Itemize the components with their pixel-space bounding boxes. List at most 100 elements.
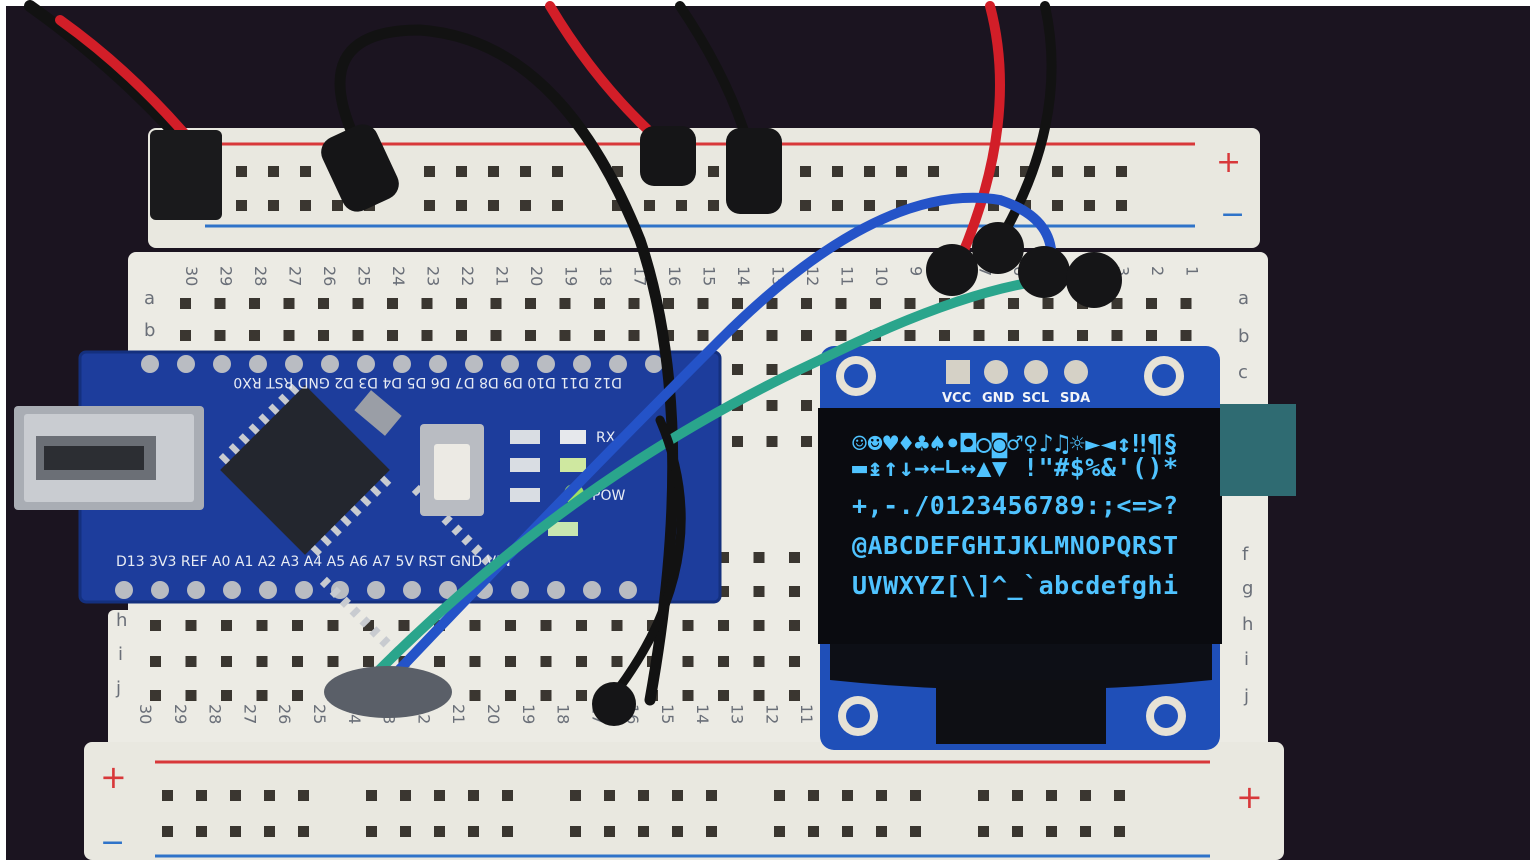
oled-line-1: ☺☻♥♦♣♠•◘○◙♂♀♪♫☼►◄↕‼¶§ bbox=[852, 429, 1179, 459]
breadboard-hole bbox=[732, 330, 743, 341]
breadboard-hole bbox=[576, 620, 587, 631]
rail-hole bbox=[236, 166, 247, 177]
nano-header-pin bbox=[285, 355, 303, 373]
breadboard-hole bbox=[973, 330, 985, 341]
breadboard-hole bbox=[753, 690, 765, 701]
led-tx bbox=[560, 430, 586, 444]
rail-hole bbox=[910, 826, 921, 837]
rail-hole bbox=[800, 166, 811, 177]
breadboard-hole bbox=[1042, 330, 1054, 341]
column-number-bottom: 29 bbox=[171, 704, 190, 724]
protective-film-tab bbox=[1220, 404, 1296, 496]
rail-hole bbox=[332, 200, 343, 211]
rail-hole bbox=[864, 166, 875, 177]
column-number-top: 24 bbox=[389, 266, 408, 286]
column-number-bottom: 25 bbox=[310, 704, 329, 724]
breadboard-hole bbox=[387, 298, 398, 309]
row-letter-j-left: j bbox=[115, 678, 121, 699]
column-number-bottom: 13 bbox=[728, 704, 747, 724]
breadboard-hole bbox=[559, 298, 571, 309]
wire-green-sda bbox=[345, 272, 1105, 705]
bottom-plus-sign-right: + bbox=[1236, 778, 1263, 816]
row-letter-h-right: h bbox=[1242, 614, 1253, 635]
column-number-top: 28 bbox=[251, 266, 270, 286]
rail-hole bbox=[808, 826, 819, 837]
crystal bbox=[354, 390, 402, 436]
connector-gnd bbox=[972, 222, 1024, 274]
breadboard-hole bbox=[732, 298, 743, 309]
led-1 bbox=[510, 430, 540, 444]
breadboard-hole bbox=[718, 586, 729, 597]
nano-header-pin bbox=[511, 581, 529, 599]
nano-header-pin bbox=[619, 581, 637, 599]
column-number-bottom: 14 bbox=[693, 704, 712, 724]
row-letter-f-right: f bbox=[1242, 544, 1249, 565]
nano-header-pin bbox=[295, 581, 313, 599]
breadboard-hole bbox=[682, 656, 694, 667]
pin-label-scl: SCL bbox=[1022, 391, 1049, 406]
breadboard-hole bbox=[352, 330, 364, 341]
nano-header-pin bbox=[645, 355, 663, 373]
oled-line-5: UVWXYZ[\]^_`abcdefghi bbox=[852, 571, 1179, 600]
rail-hole bbox=[910, 790, 921, 801]
rail-hole bbox=[1116, 166, 1127, 177]
rail-hole bbox=[300, 200, 311, 211]
breadboard-hole bbox=[789, 552, 800, 563]
row-letter-b-right: b bbox=[1238, 326, 1249, 347]
rail-hole bbox=[706, 790, 717, 801]
rail-hole bbox=[268, 200, 279, 211]
rail-hole bbox=[774, 826, 785, 837]
breadboard-hole bbox=[421, 298, 433, 309]
connector-scl bbox=[1018, 246, 1070, 298]
rail-hole bbox=[300, 166, 311, 177]
breadboard-hole bbox=[801, 330, 812, 341]
rail-hole bbox=[672, 826, 683, 837]
oled-glass bbox=[818, 408, 1222, 644]
nano-header-pin bbox=[321, 355, 339, 373]
reset-button bbox=[420, 424, 484, 516]
breadboard-hole bbox=[904, 298, 916, 309]
breadboard-hole bbox=[682, 690, 694, 701]
column-number-bottom: 30 bbox=[136, 704, 155, 724]
rail-hole bbox=[1020, 166, 1031, 177]
breadboard-hole bbox=[1008, 330, 1019, 341]
nano-header-pin bbox=[439, 581, 457, 599]
breadboard-hole bbox=[525, 298, 536, 309]
rail-hole bbox=[468, 790, 479, 801]
breadboard-hole bbox=[421, 330, 433, 341]
column-number-top: 1 bbox=[1183, 266, 1202, 276]
breadboard-hole bbox=[870, 298, 881, 309]
row-letter-c-right: c bbox=[1238, 362, 1248, 383]
breadboard-hole bbox=[525, 330, 536, 341]
breadboard-hole bbox=[1111, 298, 1123, 309]
breadboard-hole bbox=[753, 552, 765, 563]
breadboard-hole bbox=[214, 298, 226, 309]
breadboard-hole bbox=[594, 298, 605, 309]
breadboard-hole bbox=[256, 690, 268, 701]
breadboard-hole bbox=[1146, 330, 1157, 341]
rail-hole bbox=[896, 166, 907, 177]
breadboard-hole bbox=[789, 656, 800, 667]
nano-header-pin bbox=[213, 355, 231, 373]
breadboard-hole bbox=[559, 330, 571, 341]
led-2 bbox=[510, 458, 540, 472]
breadboard-hole bbox=[663, 298, 674, 309]
ribbon-cable bbox=[936, 680, 1106, 744]
breadboard-hole bbox=[283, 330, 295, 341]
oled-line-4: @ABCDEFGHIJKLMNOPQRST bbox=[852, 531, 1179, 560]
connector-top-3 bbox=[726, 128, 782, 214]
breadboard-hole bbox=[766, 436, 778, 447]
breadboard-hole bbox=[180, 298, 191, 309]
rail-hole bbox=[434, 826, 445, 837]
nano-header-pin bbox=[547, 581, 565, 599]
rail-hole bbox=[456, 166, 467, 177]
wire-red-top-left bbox=[55, 15, 195, 145]
rail-hole bbox=[236, 200, 247, 211]
column-number-bottom: 19 bbox=[519, 704, 538, 724]
column-number-top: 20 bbox=[527, 266, 546, 286]
breadboard-hole bbox=[283, 298, 295, 309]
rail-hole bbox=[468, 826, 479, 837]
rail-hole bbox=[1080, 826, 1091, 837]
